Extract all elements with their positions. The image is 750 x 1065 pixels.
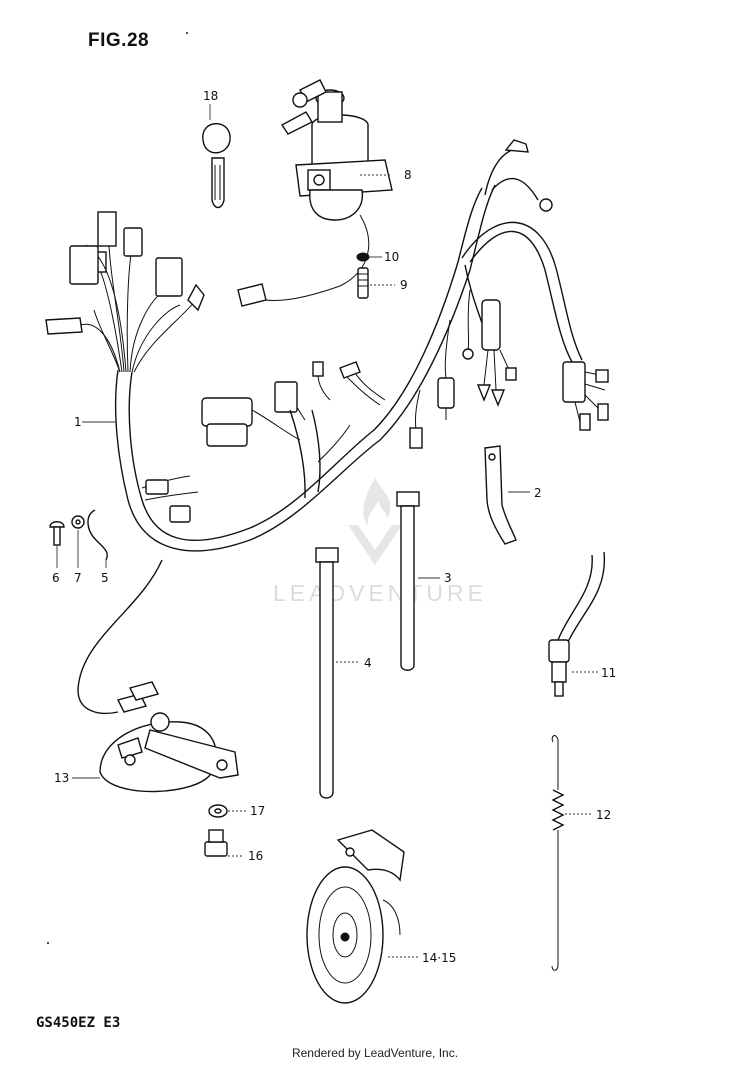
screw-part-9 [357,267,369,299]
callout-1: 1 [74,415,82,429]
cable-tie-part-4 [315,547,339,799]
callout-16: 16 [248,849,263,863]
bracket-part-2 [484,445,517,545]
cable-tie-part-3 [396,491,420,671]
callout-3: 3 [444,571,452,585]
footer-credit: Rendered by LeadVenture, Inc. [291,1046,459,1060]
callout-9: 9 [400,278,408,292]
callout-10: 10 [384,250,399,264]
callout-14-15: 14·15 [422,951,456,965]
clamp-part-5 [87,509,108,561]
washer-part-17 [208,804,228,818]
callout-11: 11 [601,666,616,680]
watermark-logo-icon [348,478,402,565]
horn-part-14-15 [306,829,405,1004]
callout-8: 8 [404,168,412,182]
scan-speck [47,942,49,944]
callout-13: 13 [54,771,69,785]
screw-part-6 [49,521,65,546]
spring-part-12 [551,735,565,971]
bolt-part-16 [204,829,228,857]
switch-part-11 [548,551,606,697]
key-part [202,122,231,209]
scan-speck [186,32,188,34]
callout-17: 17 [250,804,265,818]
washer-part-7 [71,515,85,529]
callout-7: 7 [74,571,82,585]
ignition-switch-part [237,79,393,307]
callout-4: 4 [364,656,372,670]
leader-lines [56,104,598,958]
wiring-harness-part [45,139,609,715]
figure-title: FIG.28 [88,30,150,51]
callout-12: 12 [596,808,611,822]
callout-18: 18 [203,89,218,103]
watermark-text: LEADVENTURE [273,580,487,606]
callout-5: 5 [101,571,109,585]
callout-6: 6 [52,571,60,585]
horn-part-13 [99,712,239,793]
callout-2: 2 [534,486,542,500]
grommet-part [356,252,370,262]
model-code: GS450EZ E3 [36,1015,121,1031]
